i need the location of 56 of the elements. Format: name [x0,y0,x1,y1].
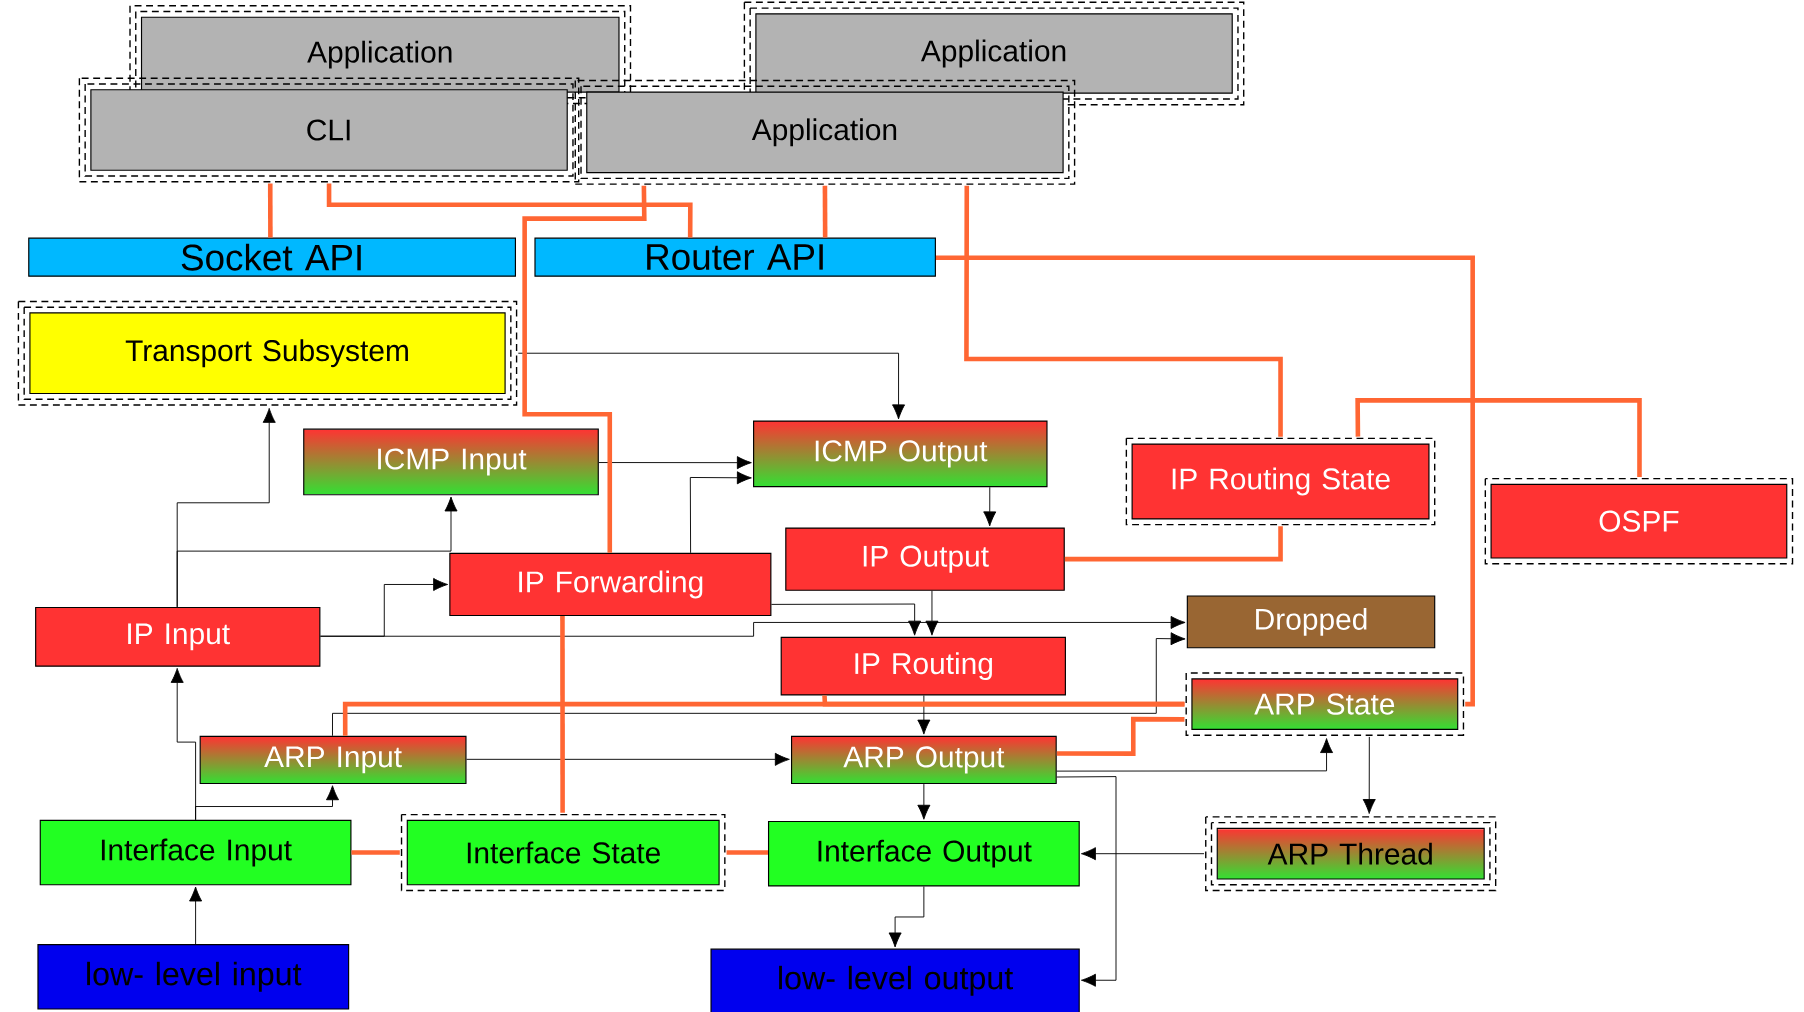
process-box: Interface Output [768,820,1080,887]
arrow [888,885,925,948]
process-box: OSPF [1484,477,1794,565]
connector-line [935,255,1475,707]
arrow [332,632,1186,736]
arrow [1081,847,1205,860]
arrow [689,471,752,554]
process-box: Interface State [400,813,726,891]
process-box: ARP State [1185,672,1465,736]
arrow [1056,775,1117,987]
connector-line [964,185,1283,437]
process-box: Dropped [1186,595,1436,649]
process-box: ARP Thread [1205,815,1497,891]
arrow [176,496,458,608]
connector-line [351,850,400,855]
arrow [1056,737,1334,772]
arrow [983,486,997,527]
process-box: ARP Output [791,735,1057,784]
process-box: ICMP Output [753,420,1048,488]
connector-line [1056,716,1185,756]
connector-line [522,185,647,553]
process-box: Application [743,1,1245,106]
arrow [466,752,790,766]
arrow [517,352,906,420]
connector-line [726,850,768,855]
arrow [1362,736,1376,814]
process-box: Transport Subsystem [17,300,518,406]
process-box: IP Output [785,527,1065,591]
process-box: IP Routing State [1125,437,1436,526]
process-box: IP Routing [780,636,1066,696]
connector-line [326,183,693,238]
process-box: IP Forwarding [449,552,772,616]
arrow [189,886,203,945]
connector-line [1064,526,1283,562]
process-box: ARP Input [199,735,467,784]
arrow [598,455,752,469]
connector-line [267,183,273,238]
process-box: low- level input [37,943,350,1010]
connector-line [560,615,565,813]
arrow [319,615,1186,637]
arrow [195,785,339,820]
process-box: ICMP Input [303,428,599,496]
arrow [917,783,931,820]
process-box: IP Input [35,606,321,667]
process-box: Socket API [28,237,516,277]
process-box: Router API [534,237,936,277]
connector-line [1355,397,1642,477]
process-box: low- level output [710,948,1080,1012]
connector-line [342,701,1185,736]
arrow [917,694,931,735]
connector-line [822,185,828,238]
process-box: Interface Input [39,819,352,886]
arrow [925,590,939,636]
process-box: Application [574,79,1076,185]
arrow [770,603,922,636]
process-box: CLI [78,77,580,183]
